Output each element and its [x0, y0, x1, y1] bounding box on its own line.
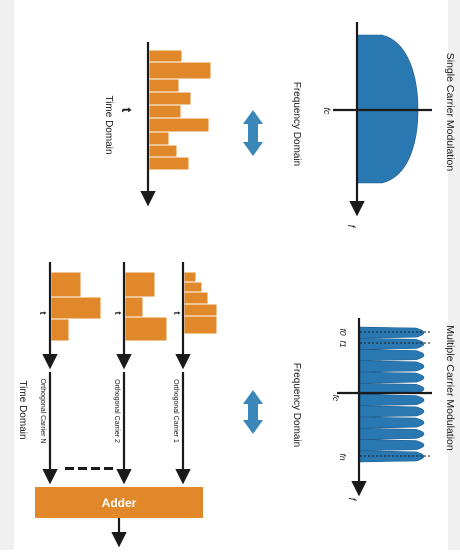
multi-f-label: f — [346, 498, 357, 502]
more-carriers-ellipsis — [65, 467, 113, 470]
single-time-bar-6 — [148, 117, 210, 133]
subcarrier-lobe — [359, 349, 425, 362]
single-carrier-spectrum — [333, 22, 432, 217]
multi-fn-label: fn — [338, 453, 348, 460]
carrier-n-time-signal — [42, 262, 102, 370]
multi-f1-label: f1 — [338, 340, 348, 347]
carrier-1-bar-2 — [183, 281, 203, 293]
subcarrier-lobe — [359, 326, 425, 339]
carrier-n-bar-3 — [50, 318, 70, 342]
carrier-1-label: Orthogonal Carrier 1 — [172, 379, 179, 443]
single-time-bar-9 — [148, 156, 190, 171]
subcarrier-lobes — [359, 326, 425, 463]
carrier-2-label: Orthogonal Carrier 2 — [113, 379, 120, 443]
single-time-domain-label: Time Domain — [103, 95, 114, 154]
single-time-bar-1 — [148, 49, 183, 63]
carrier-2-bar-1 — [124, 271, 156, 298]
multi-domain-double-arrow — [243, 390, 263, 434]
subcarrier-lobe — [359, 405, 425, 418]
subcarrier-lobe — [359, 337, 425, 350]
multi-f0-label: f0 — [338, 328, 348, 335]
carrier-2-time-signal — [116, 262, 168, 370]
carrier-n-bar-1 — [50, 271, 82, 298]
single-time-bar-2 — [148, 61, 212, 80]
subcarrier-lobe — [359, 416, 425, 429]
single-time-signal — [140, 42, 212, 207]
carrier-2-bar-3 — [124, 316, 168, 342]
subcarrier-lobe — [359, 360, 425, 373]
subcarrier-lobe — [359, 439, 425, 452]
carrier-1-bar-5 — [183, 315, 218, 335]
left-edge-strip — [0, 0, 14, 550]
multi-carrier-spectrum — [337, 318, 432, 497]
multi-fc-label: fc — [331, 395, 341, 402]
single-time-bar-5 — [148, 104, 182, 119]
subcarrier-lobe — [359, 394, 425, 407]
carrier-1-bar-3 — [183, 291, 209, 305]
adder-label: Adder — [102, 496, 137, 510]
single-t-label: t — [119, 108, 135, 113]
subcarrier-lobe — [359, 371, 425, 384]
multi-carrier-title: Multiple Carrier Modulation — [444, 325, 456, 451]
carrier-1-bar-4 — [183, 303, 218, 317]
carrier-1-bar-1 — [183, 271, 197, 283]
carrier-2-t-label: t — [113, 312, 123, 315]
right-edge-strip — [448, 0, 460, 550]
single-time-bar-8 — [148, 144, 178, 158]
single-domain-double-arrow — [243, 110, 263, 156]
carrier-n-t-label: t — [38, 312, 48, 315]
subcarrier-lobe — [359, 427, 425, 440]
single-f-label: f — [345, 225, 356, 229]
carrier-1-t-label: t — [172, 312, 182, 315]
multi-frequency-domain-label: Frequency Domain — [291, 363, 302, 447]
carrier-1-time-signal — [175, 262, 218, 370]
single-time-bar-3 — [148, 78, 180, 93]
single-frequency-domain-label: Frequency Domain — [291, 82, 302, 166]
carrier-2-bar-2 — [124, 296, 144, 318]
carrier-n-label: Orthogonal Carrier N — [39, 379, 46, 444]
multi-time-domain-label: Time Domain — [17, 380, 28, 439]
adder-block — [35, 487, 203, 518]
single-time-bar-7 — [148, 131, 170, 146]
single-time-bar-4 — [148, 91, 192, 106]
single-fc-label: fc — [322, 107, 332, 115]
carrier-n-bar-2 — [50, 296, 102, 320]
single-carrier-title: Single Carrier Modulation — [444, 53, 456, 172]
